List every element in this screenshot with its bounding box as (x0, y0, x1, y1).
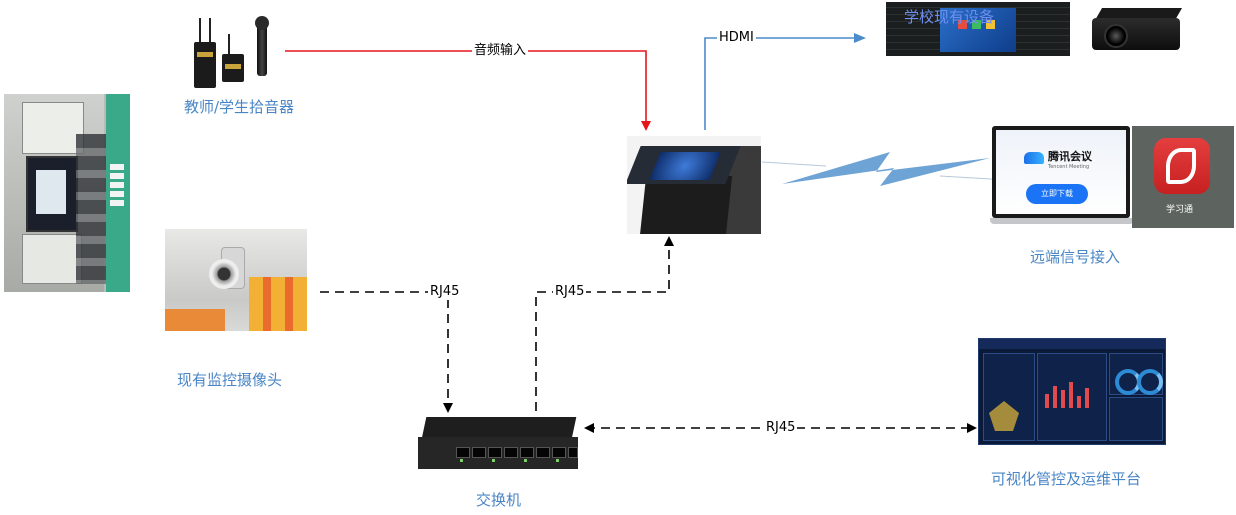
classroom-photo (4, 94, 130, 292)
hdmi-line (704, 33, 866, 130)
dashboard-rj45-label: RJ45 (764, 420, 798, 436)
camera-rj45-label: RJ45 (428, 284, 462, 300)
tencent-meeting-name: 腾讯会议 (1048, 150, 1092, 163)
network-switch (418, 417, 578, 469)
camera-rj45-line (320, 291, 453, 413)
switch-caption: 交换机 (476, 491, 522, 509)
download-button: 立即下载 (1026, 184, 1088, 204)
camera-caption: 现有监控摄像头 (177, 371, 283, 389)
surveillance-camera-photo (165, 229, 307, 331)
microphone-caption: 教师/学生拾音器 (184, 98, 295, 116)
podium-rj45-label: RJ45 (553, 284, 587, 300)
xuexitong-name: 学习通 (1166, 205, 1194, 215)
existing-display-board: 学校现有设备 (886, 2, 1070, 56)
projector (1088, 2, 1184, 56)
monitoring-dashboard-screenshot (978, 338, 1166, 445)
laptop-tencent-meeting: 腾讯会议 Tencent Meeting 立即下载 (990, 126, 1134, 224)
xuexitong-app: 学习通 (1132, 126, 1234, 228)
wireless-bolt (782, 152, 990, 186)
smart-podium (627, 136, 761, 234)
audio-input-line (285, 50, 651, 131)
wireless-microphone-set (190, 14, 290, 94)
existing-equipment-label: 学校现有设备 (904, 8, 995, 26)
tencent-meeting-logo-icon (1024, 152, 1044, 164)
wireless-line-left (761, 161, 827, 167)
podium-rj45-line (535, 236, 674, 411)
xuexitong-logo-icon (1154, 138, 1210, 194)
audio-input-label: 音频输入 (472, 43, 529, 59)
hdmi-label: HDMI (717, 30, 756, 46)
tencent-meeting-subtitle: Tencent Meeting (1048, 164, 1090, 170)
remote-caption: 远端信号接入 (1030, 248, 1121, 266)
dashboard-caption: 可视化管控及运维平台 (991, 470, 1142, 488)
